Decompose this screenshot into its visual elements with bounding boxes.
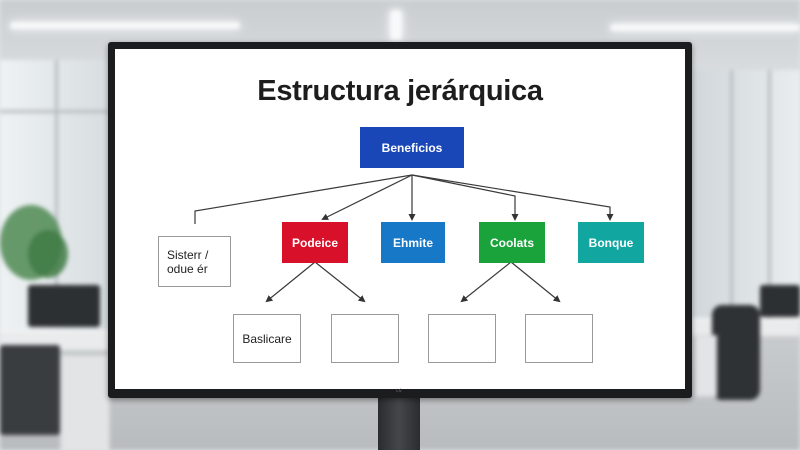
window-frame (55, 60, 58, 320)
connector-root-to-node2 (321, 174, 413, 220)
cabinet (60, 355, 110, 450)
connector-node4-to-child3 (460, 261, 512, 303)
office-chair (0, 345, 60, 435)
level1-node-5-label: Bonque (588, 235, 634, 250)
connector-root-to-node1 (194, 174, 413, 224)
connector-lines (194, 174, 614, 303)
root-node-label: Beneficios (381, 140, 443, 155)
window-frame (730, 70, 733, 330)
level1-node-4-label: Coolats (489, 235, 534, 250)
background-monitor (760, 285, 800, 317)
level2-node-4 (525, 314, 593, 363)
level1-node-4: Coolats (479, 222, 545, 263)
background-monitor (28, 285, 100, 327)
level1-node-1-label: Sisterr / odue ér (167, 247, 209, 276)
connector-node2-to-child1 (265, 261, 316, 303)
plant (28, 230, 68, 278)
root-node: Beneficios (360, 127, 464, 168)
monitor-stand (378, 392, 420, 450)
monitor-screen: Estructura jerárquica (115, 49, 685, 389)
monitor: Estructura jerárquica (108, 42, 692, 398)
level2-node-2 (331, 314, 399, 363)
window-frame (768, 70, 771, 330)
connector-root-to-node4 (411, 174, 519, 221)
level2-node-3 (428, 314, 496, 363)
level2-node-1-label: Baslicare (242, 331, 292, 346)
monitor-brand-logo: LG (396, 388, 402, 393)
level1-node-3-label: Ehmite (392, 235, 433, 250)
connector-root-to-node5 (411, 174, 614, 221)
cabinet (695, 335, 717, 397)
level1-node-2-label: Podeice (291, 235, 339, 250)
ceiling-light (390, 10, 402, 40)
ceiling-light (10, 22, 240, 29)
connector-node4-to-child4 (510, 261, 561, 303)
level1-node-3: Ehmite (381, 222, 445, 263)
slide-title: Estructura jerárquica (257, 75, 543, 107)
office-chair (712, 305, 760, 400)
ceiling-light (610, 24, 800, 31)
connector-node2-to-child2 (314, 261, 366, 303)
level2-node-1: Baslicare (233, 314, 301, 363)
level1-node-2: Podeice (282, 222, 348, 263)
level1-node-1: Sisterr / odue ér (158, 236, 231, 287)
level1-node-5: Bonque (578, 222, 644, 263)
